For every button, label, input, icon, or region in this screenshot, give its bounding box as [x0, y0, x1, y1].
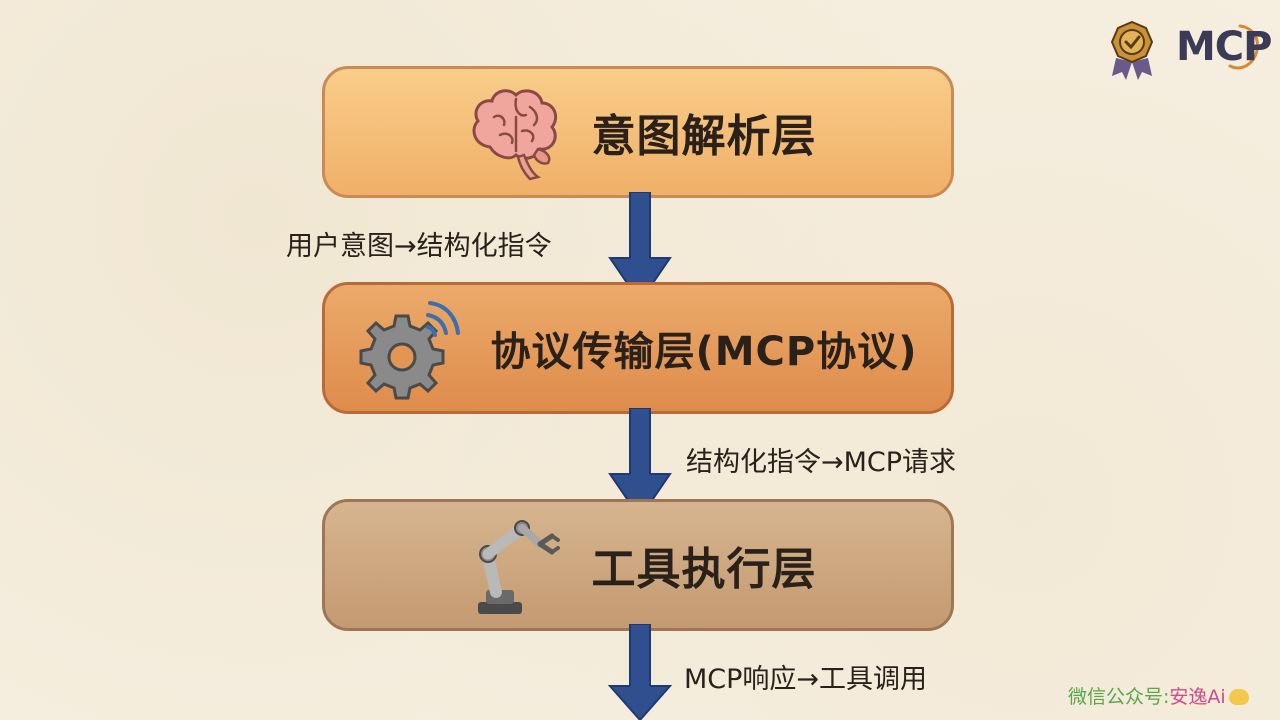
watermark: 微信公众号:安逸Ai	[1068, 682, 1249, 709]
medal-badge-icon	[1110, 20, 1259, 80]
flow-arrow-3	[608, 624, 672, 720]
flow-label-2: 结构化指令→MCP请求	[686, 447, 957, 478]
flow-arrow-2	[608, 408, 672, 520]
layer-title-tool: 工具执行层	[591, 544, 817, 595]
layer-title-protocol: 协议传输层(MCP协议)	[490, 329, 918, 375]
flow-label-1: 用户意图→结构化指令	[286, 231, 552, 262]
brain-icon	[472, 89, 557, 181]
flow-arrow-1	[608, 192, 672, 304]
chick-icon	[1228, 689, 1249, 705]
gear-signal-icon	[359, 301, 461, 400]
watermark-prefix: 微信公众号:	[1068, 686, 1170, 708]
watermark-name: 安逸Ai	[1169, 686, 1226, 708]
intent-layer-box: 意图解析层	[322, 66, 954, 198]
robot-arm-icon	[477, 520, 560, 614]
mcp-logo-text: MCP	[1176, 24, 1272, 70]
layer-title-intent: 意图解析层	[591, 111, 817, 162]
tool-layer-box: 工具执行层	[322, 499, 954, 631]
protocol-layer-box: 协议传输层(MCP协议)	[322, 282, 954, 414]
flow-label-3: MCP响应→工具调用	[684, 664, 928, 695]
